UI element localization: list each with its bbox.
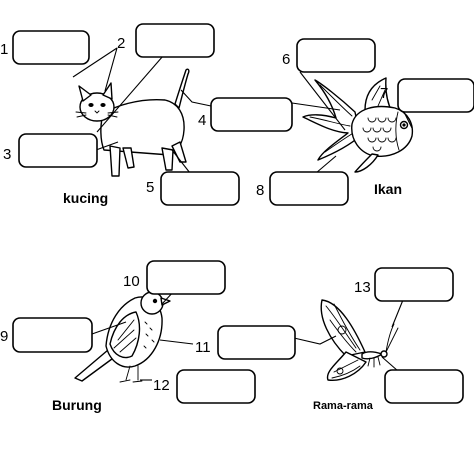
- caption-bird: Burung: [52, 397, 102, 413]
- answer-box-7[interactable]: [397, 78, 474, 113]
- butterfly-drawing: [320, 299, 399, 381]
- caption-butterfly: Rama-rama: [313, 400, 374, 412]
- label-2: 2: [117, 35, 125, 52]
- leader-9: [91, 321, 127, 335]
- label-4: 4: [198, 112, 206, 129]
- label-1: 1: [0, 41, 8, 58]
- answer-box-2[interactable]: [135, 23, 215, 58]
- answer-box-5[interactable]: [160, 171, 240, 206]
- answer-box-10[interactable]: [146, 260, 226, 295]
- bird-drawing: [74, 291, 171, 383]
- caption-fish: Ikan: [374, 181, 402, 197]
- leader-8: [315, 155, 337, 174]
- answer-boxes: [12, 23, 474, 404]
- leader-butterfly-wing: [293, 335, 337, 345]
- answer-box-13[interactable]: [374, 267, 454, 302]
- animal-names: kucing Ikan Burung Rama-rama: [52, 181, 402, 413]
- label-6: 6: [282, 51, 290, 68]
- label-numbers: 1 2 3 4 5 6 7 8 9 10 11 12 13: [0, 35, 388, 394]
- answer-box-1[interactable]: [12, 30, 90, 65]
- answer-box-11[interactable]: [217, 325, 296, 360]
- leader-5: [171, 149, 191, 174]
- label-3: 3: [3, 146, 11, 163]
- label-13: 13: [354, 279, 371, 296]
- leader-6: [299, 71, 346, 131]
- leader-4a: [180, 89, 212, 107]
- answer-box-8[interactable]: [269, 171, 349, 206]
- leader-butterfly-body: [381, 356, 399, 372]
- fish-drawing: [302, 77, 414, 173]
- leader-11: [159, 339, 194, 345]
- answer-box-9[interactable]: [12, 317, 93, 353]
- leader-4b: [291, 102, 341, 111]
- label-9: 9: [0, 328, 8, 345]
- leader-2: [96, 55, 164, 133]
- leader-3: [95, 141, 119, 151]
- answer-box-6[interactable]: [296, 38, 376, 73]
- label-5: 5: [146, 179, 154, 196]
- label-8: 8: [256, 182, 264, 199]
- cat-drawing: [75, 68, 190, 177]
- label-7: 7: [380, 85, 388, 102]
- answer-box-12[interactable]: [176, 369, 256, 404]
- caption-cat: kucing: [63, 190, 108, 206]
- leader-lines: [72, 47, 413, 381]
- label-12: 12: [153, 377, 170, 394]
- answer-box-3[interactable]: [18, 133, 98, 168]
- label-10: 10: [123, 273, 140, 290]
- leader-1a: [72, 47, 118, 78]
- answer-box-4[interactable]: [210, 97, 293, 132]
- leader-1b: [104, 47, 118, 92]
- label-11: 11: [195, 339, 211, 356]
- answer-box-butterfly-body[interactable]: [384, 369, 464, 404]
